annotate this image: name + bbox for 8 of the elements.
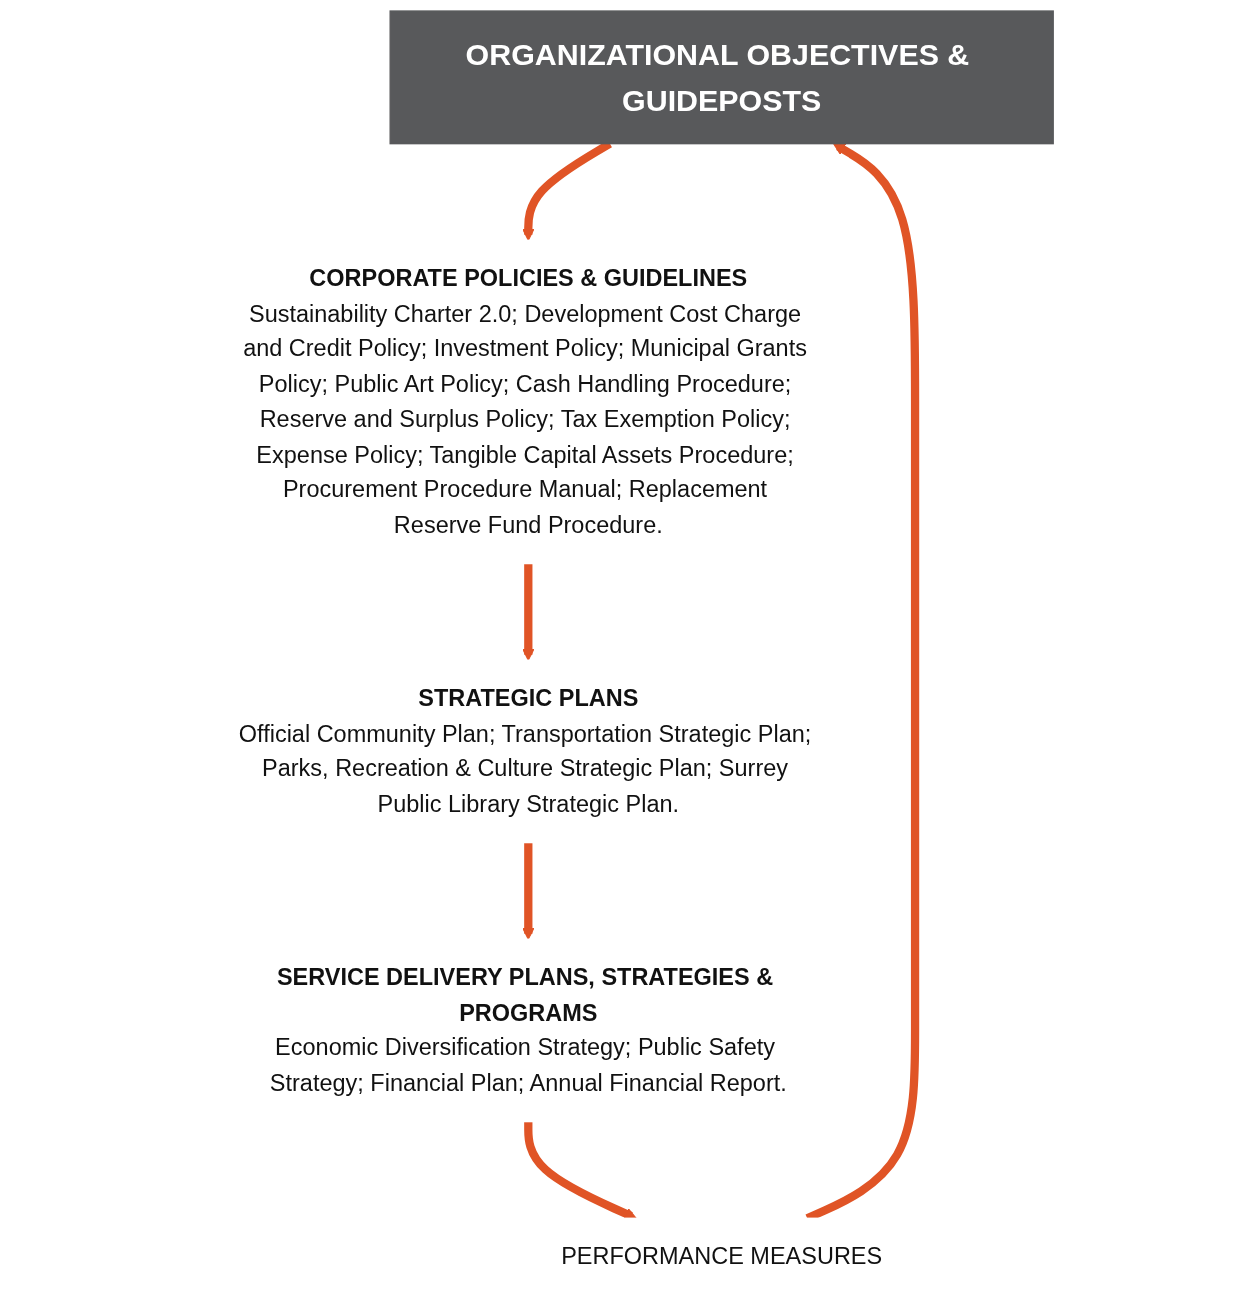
arrow — [522, 842, 535, 940]
arrow — [522, 563, 535, 661]
node-text: STRATEGIC PLANS Official Community Plan; Transportation Strategic Plan; Parks, Recreation & Culture Strategic Plan; Surrey Public Library Strategic Plan. — [238, 685, 812, 818]
node-text: PERFORMANCE MEASURES — [561, 1243, 883, 1270]
node-text: SERVICE DELIVERY PLANS, STRATEGIES & PROGRAMS Economic Diversification Strategy; Public Safety Strategy; Financial Plan; Annual Financial Report. — [269, 964, 787, 1097]
node-box: ORGANIZATIONAL OBJECTIVES & GUIDEPOSTS — [389, 10, 1054, 145]
arrow — [524, 1121, 637, 1220]
node-text: CORPORATE POLICIES & GUIDELINES Sustainability Charter 2.0; Development Cost Charge and Credit Policy; Investment Policy; Municipal Grants Policy; Public Art Policy; Cash Handling Procedure; Reserve and Surplus Policy; Tax Exemption Policy; Expense Policy; Tangible Capital Assets Procedure; Procurement Procedure Manual; Replacement Reserve Fund Procedure. — [243, 265, 807, 539]
